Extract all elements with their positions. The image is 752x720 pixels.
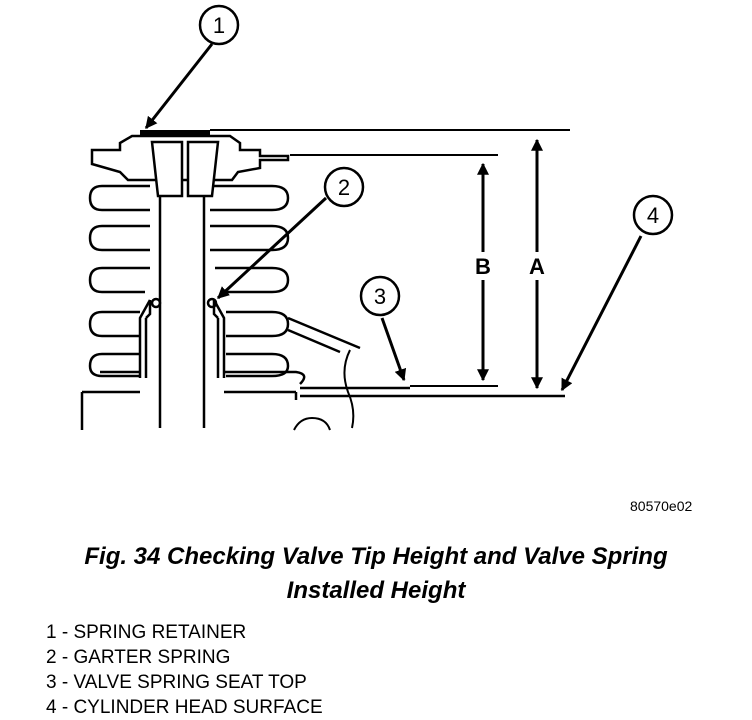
valve-stem bbox=[158, 196, 206, 428]
legend-item: 3 - VALVE SPRING SEAT TOP bbox=[46, 672, 307, 693]
valve-stem-seal bbox=[138, 297, 226, 378]
callout-2: 2 bbox=[323, 166, 365, 208]
valve-keepers bbox=[150, 140, 220, 198]
callout-3: 3 bbox=[359, 275, 401, 317]
figure-caption: Fig. 34 Checking Valve Tip Height and Va… bbox=[0, 540, 752, 608]
cylinder-head bbox=[80, 316, 565, 431]
callout-4-number: 4 bbox=[647, 203, 659, 228]
legend-item: 2 - GARTER SPRING bbox=[46, 647, 231, 668]
callout-4: 4 bbox=[632, 194, 674, 236]
legend-item: 4 - CYLINDER HEAD SURFACE bbox=[46, 697, 323, 718]
callout-1-number: 1 bbox=[213, 13, 225, 38]
dimension-label-a: A bbox=[529, 254, 545, 279]
legend-list: 1 - SPRING RETAINER 2 - GARTER SPRING 3 … bbox=[46, 620, 323, 720]
callout-bubbles: 1 2 3 4 bbox=[198, 4, 674, 317]
dimension-label-b: B bbox=[475, 254, 491, 279]
figure-reference-code: 80570e02 bbox=[630, 498, 693, 514]
caption-line-1: Fig. 34 Checking Valve Tip Height and Va… bbox=[84, 543, 668, 570]
spring-coils bbox=[88, 184, 290, 378]
valve-spring-diagram: B A 1 2 3 4 bbox=[80, 4, 674, 431]
callout-1: 1 bbox=[198, 4, 240, 46]
callout-leaders bbox=[144, 43, 643, 392]
caption-line-2: Installed Height bbox=[286, 577, 466, 604]
dimension-labels: B A bbox=[470, 252, 550, 280]
legend-item: 1 - SPRING RETAINER bbox=[46, 622, 247, 643]
extension-lines bbox=[210, 129, 570, 387]
callout-2-number: 2 bbox=[338, 175, 350, 200]
callout-3-number: 3 bbox=[374, 284, 386, 309]
